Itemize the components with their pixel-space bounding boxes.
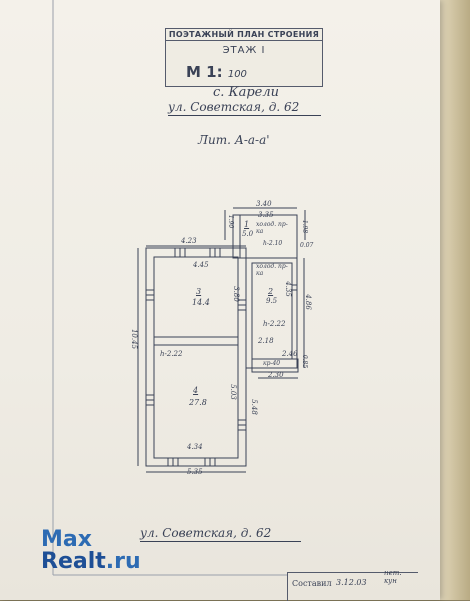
approval-stamp: Составил 3.12.03 нет. кун (287, 569, 418, 601)
room4-area: 27.8 (189, 398, 207, 407)
room1-outline (232, 214, 298, 259)
floor-plan-drawing (52, 0, 306, 576)
room1-area: 5.0 (242, 230, 254, 238)
plan-title: ПОЭТАЖНЫЙ ПЛАН СТРОЕНИЯ (166, 30, 322, 41)
room1-label: холод. пр-ка (256, 221, 288, 235)
room4-number: 4 (193, 386, 199, 395)
room-partition (153, 336, 239, 346)
dim-top-outer-text: 3.40 (256, 200, 272, 208)
window-hatches (146, 248, 297, 466)
signature-note: нет. кун (384, 569, 402, 585)
dim-corner-text: 0.07 (300, 242, 314, 249)
maxrealt-watermark: Max Realt.ru (41, 527, 141, 574)
porch-outline (251, 358, 299, 373)
room2-number: 2 (268, 287, 274, 296)
scale-label: М 1: 100 (186, 63, 247, 81)
room3-area: 14.4 (192, 298, 210, 307)
main-house-inner (153, 256, 239, 459)
litera-label: Лит. А-а-а' (198, 133, 270, 147)
street-address-bottom: ул. Советская, д. 62 (140, 526, 302, 542)
dim-top-inner-text: 3.35 (258, 211, 274, 219)
dim-room3-top-text: 4.45 (193, 261, 209, 269)
room1-number: 1 (244, 220, 250, 229)
room2-label: холод. пр-ка (256, 263, 288, 277)
floor-label: ЭТАЖ I (222, 45, 266, 56)
floor-plan-document: ПОЭТАЖНЫЙ ПЛАН СТРОЕНИЯ ЭТАЖ I М 1: 100 … (0, 0, 440, 601)
street-address-top: ул. Советская, д. 62 (168, 100, 322, 116)
composed-label: Составил (292, 579, 332, 588)
dim-bottom-inner-text: 4.34 (187, 443, 203, 451)
composed-date: 3.12.03 (336, 578, 367, 587)
dim-porch-outer-text: 2.30 (268, 371, 284, 379)
village-name: с. Карели (213, 85, 280, 100)
dim-left-top-text: 4.23 (181, 237, 197, 245)
dim-room2-bottom-text: 2.18 (258, 337, 274, 345)
dim-room2-right-text: 4.35 (283, 281, 292, 297)
dim-small-v1-text: 1.90 (227, 214, 235, 229)
dim-lower-vertical-text: 5.03 (228, 384, 237, 400)
room2-height: h-2.22 (263, 320, 286, 328)
dim-right-lower-text: 5.48 (249, 399, 258, 415)
dim-annex-right-text: 4.86 (303, 294, 312, 310)
dim-bottom-outer-text: 5.35 (187, 468, 203, 476)
title-block: ПОЭТАЖНЫЙ ПЛАН СТРОЕНИЯ ЭТАЖ I М 1: 100 (165, 28, 323, 87)
dim-porch-inner-text: 2.46 (282, 350, 298, 358)
room2-area: 9.5 (266, 297, 278, 305)
room1-height: h-2.10 (263, 240, 283, 247)
room3-number: 3 (196, 287, 202, 296)
dim-porch-side-text: 0.85 (301, 354, 309, 369)
dim-left-side-text: 10.45 (130, 328, 139, 350)
main-height: h-2.22 (160, 350, 183, 358)
dim-small-v2-text: 1.98 (301, 219, 309, 234)
dim-middle-vertical-text: 3.80 (231, 286, 240, 302)
porch-label: кр-40 (263, 360, 281, 367)
